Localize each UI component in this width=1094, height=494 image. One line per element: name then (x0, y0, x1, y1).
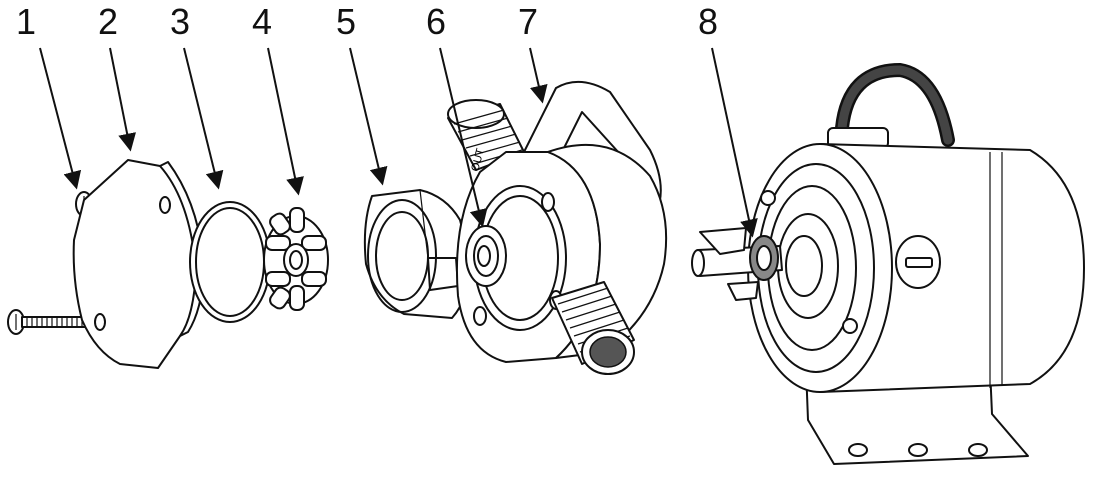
callout-number: 6 (426, 1, 446, 42)
callout-number: 4 (252, 1, 272, 42)
leader-arrow (529, 47, 548, 104)
callout-4: 4 (252, 1, 304, 196)
callout-6: 6 (426, 1, 488, 228)
inlet-port (551, 281, 635, 375)
motor (691, 62, 1085, 465)
leader-arrow (267, 47, 304, 196)
callout-number: 1 (16, 1, 36, 42)
cam (363, 189, 471, 319)
leader-arrow (711, 47, 758, 238)
callout-number: 8 (698, 1, 718, 42)
callout-7: 7 (518, 1, 548, 104)
impeller (263, 207, 329, 311)
leader-arrow (109, 47, 137, 152)
callout-8: 8 (698, 1, 758, 238)
callout-2: 2 (98, 1, 137, 152)
callout-number: 3 (170, 1, 190, 42)
leader-arrow (439, 47, 488, 228)
pump-body: OUT (447, 81, 668, 375)
callout-3: 3 (170, 1, 224, 190)
callout-number: 5 (336, 1, 356, 42)
callout-5: 5 (336, 1, 388, 186)
leader-arrow (183, 47, 224, 190)
callout-1: 1 (16, 1, 82, 190)
leader-arrow (39, 47, 82, 190)
callout-number: 7 (518, 1, 538, 42)
o-ring (189, 201, 271, 323)
end-cover (72, 159, 205, 369)
callout-number: 2 (98, 1, 118, 42)
out-port-label: OUT (469, 147, 487, 173)
leader-arrow (349, 47, 388, 186)
shaft-seal (465, 225, 507, 287)
